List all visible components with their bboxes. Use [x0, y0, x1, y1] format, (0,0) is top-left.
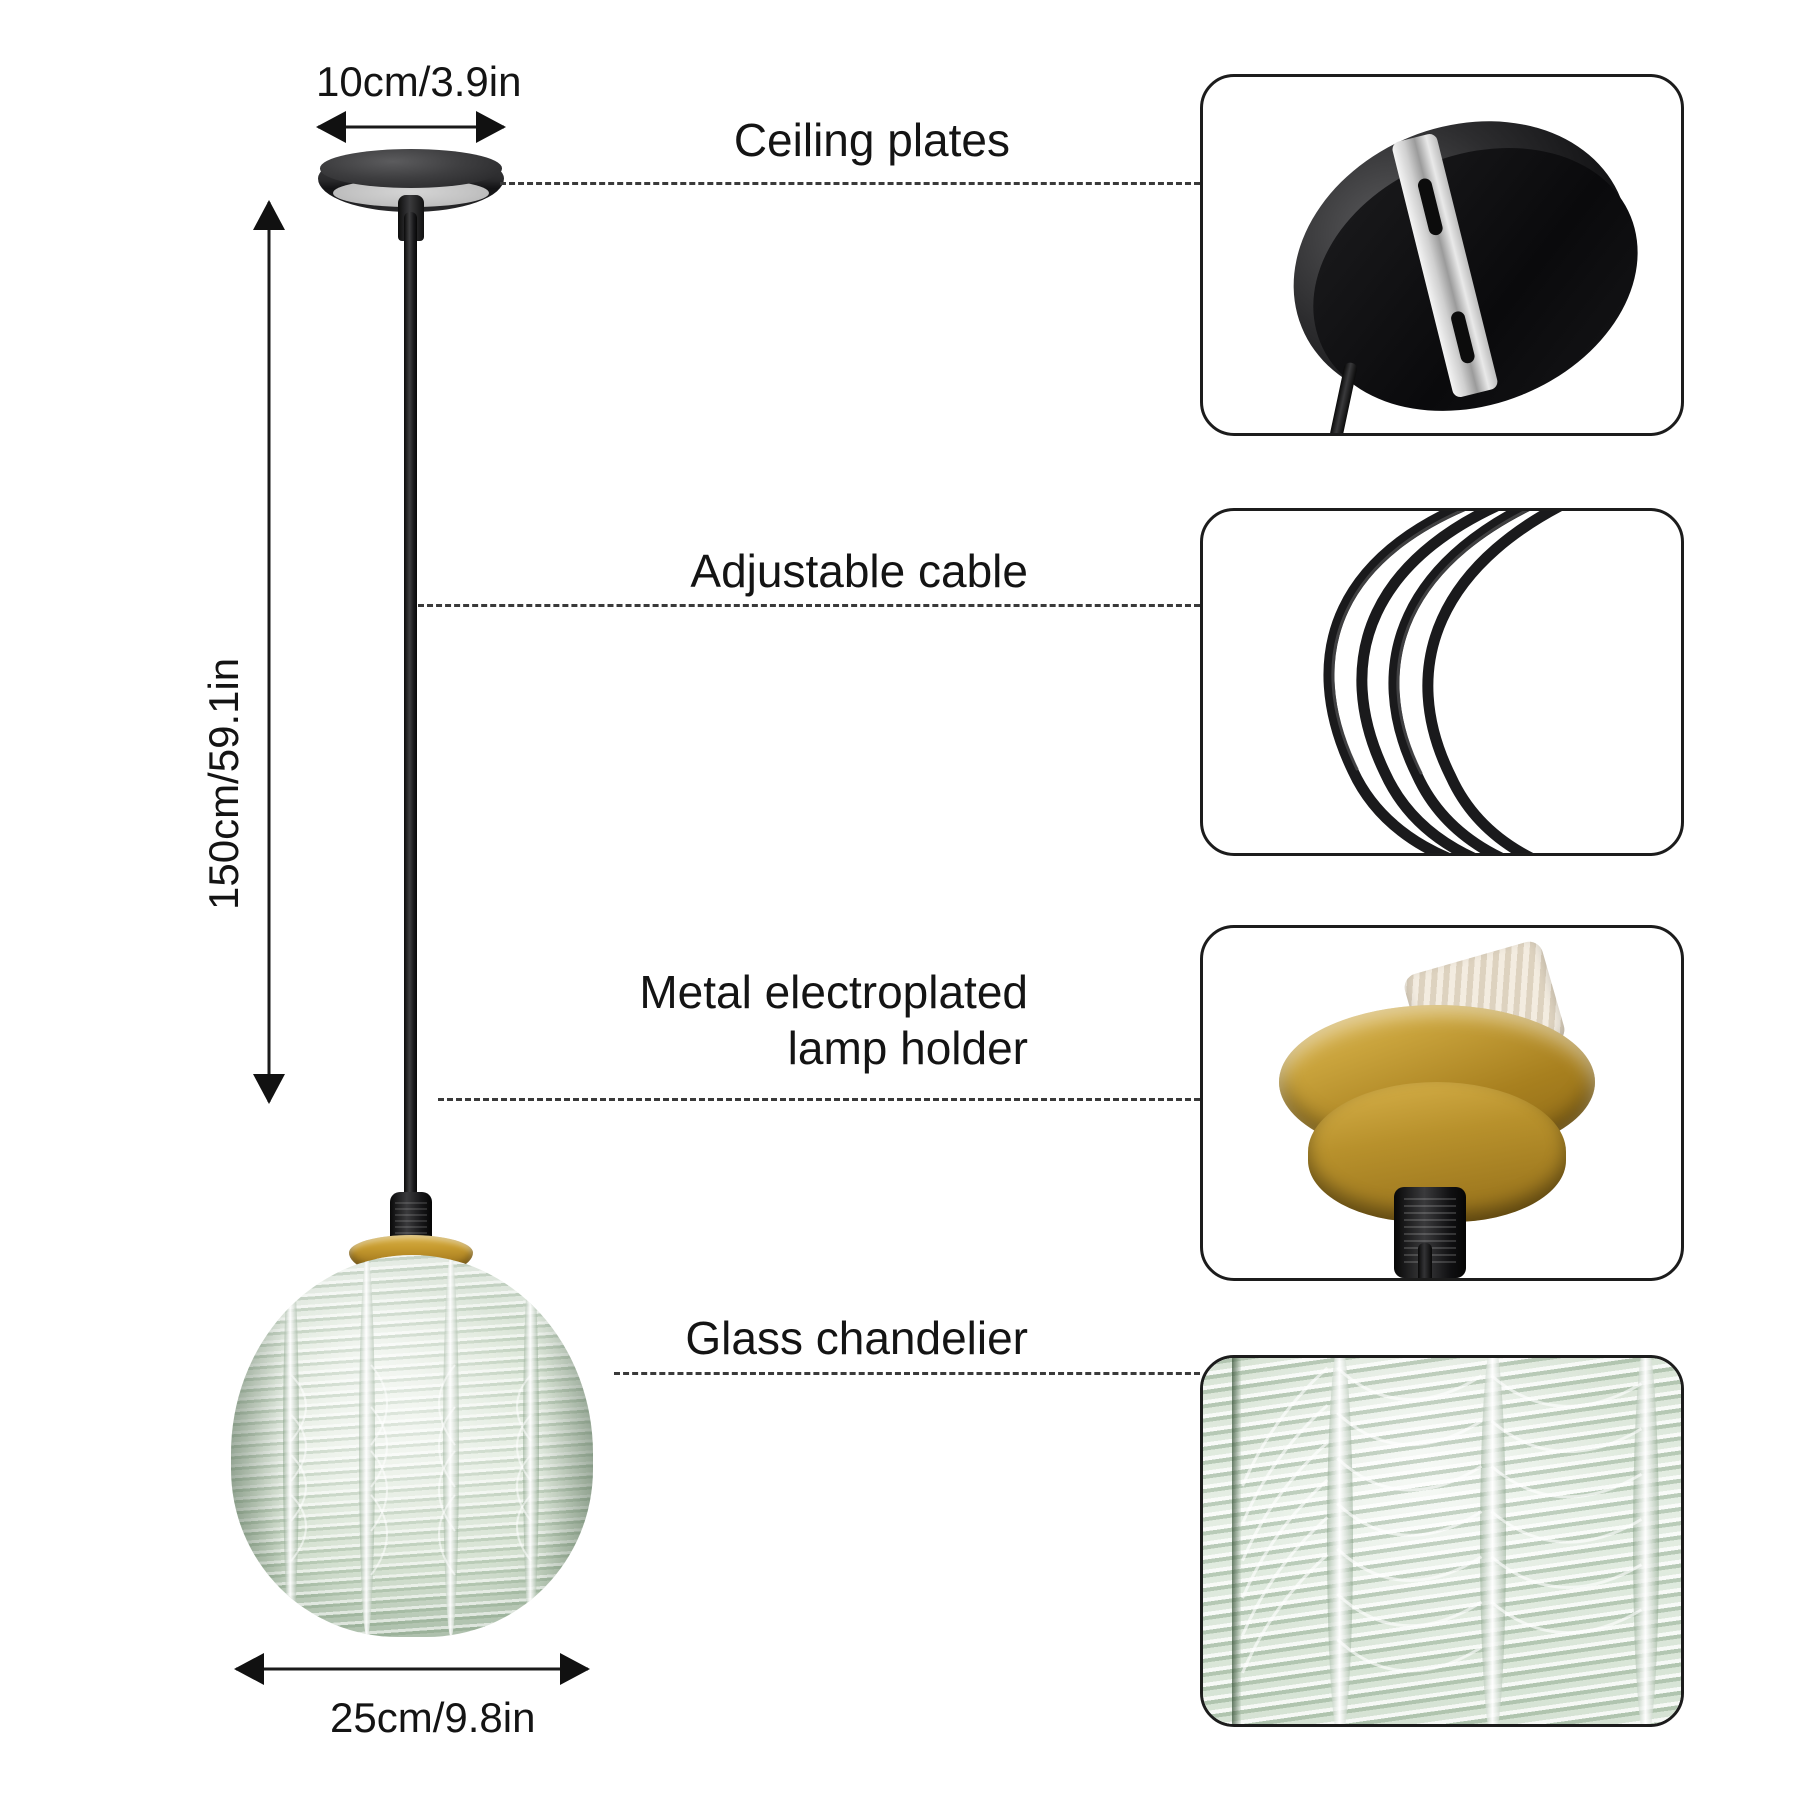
arrow-shaft [236, 1667, 588, 1671]
detail-panel-glass [1200, 1355, 1684, 1727]
leader-line-glass-chandelier [614, 1372, 1200, 1375]
leader-line-adjustable-cable [418, 604, 1200, 607]
glass-rib [443, 1255, 459, 1637]
arrow-head-left-icon [234, 1653, 264, 1685]
arrow-head-down-icon [253, 1074, 285, 1104]
glass-photo-rib [1480, 1358, 1507, 1724]
callout-lamp-holder-line1: Metal electroplated [639, 966, 1028, 1018]
glass-shade-body [231, 1255, 593, 1637]
arrow-head-up-icon [253, 200, 285, 230]
cable-coil-photo-icon [1323, 511, 1563, 853]
bracket-slot [1416, 177, 1445, 237]
lamp-holder-photo-wire [1418, 1243, 1433, 1278]
callout-lamp-holder-line2: lamp holder [787, 1022, 1028, 1075]
callout-label-lamp-holder: Metal electroplated lamp holder [639, 964, 1028, 1076]
dimension-label-total-height: 150cm/59.1in [200, 657, 247, 910]
detail-panel-ceiling-plate [1200, 74, 1684, 436]
glass-photo-rib [1633, 1358, 1660, 1724]
callout-label-adjustable-cable: Adjustable cable [690, 545, 1028, 597]
callout-label-ceiling-plates: Ceiling plates [733, 114, 1010, 166]
bracket-slot [1449, 309, 1477, 365]
pendant-cable [404, 212, 417, 1242]
leader-line-ceiling-plates [500, 182, 1200, 185]
arrow-head-right-icon [476, 111, 506, 143]
glass-photo-surface [1203, 1358, 1681, 1724]
ceiling-plate-top-face [319, 149, 503, 188]
leader-line-lamp-holder [438, 1098, 1200, 1101]
glass-photo-leaf-pattern-icon [1241, 1366, 1643, 1674]
arrow-head-right-icon [560, 1653, 590, 1685]
callout-label-glass-chandelier: Glass chandelier [685, 1312, 1028, 1364]
dimension-arrow-top-width [316, 110, 506, 144]
arrow-head-left-icon [316, 111, 346, 143]
ceiling-plate-illustration [318, 149, 504, 241]
glass-photo-rib [1327, 1358, 1354, 1724]
arrow-shaft [267, 202, 271, 1102]
glass-rib [283, 1255, 299, 1637]
glass-rib [523, 1255, 539, 1637]
dimension-label-shade-width: 25cm/9.8in [330, 1694, 536, 1741]
dimension-arrow-total-height [252, 200, 286, 1104]
dimension-label-top-width: 10cm/3.9in [316, 58, 522, 105]
glass-photo-left-edge [1231, 1358, 1241, 1724]
arrow-shaft [318, 125, 504, 129]
detail-panel-cable [1200, 508, 1684, 856]
glass-rib [359, 1255, 375, 1637]
dimension-arrow-shade-width [234, 1652, 590, 1686]
ceiling-plate-photo-wire [1328, 361, 1358, 433]
glass-leaf-pattern-icon [290, 1364, 532, 1576]
detail-panel-lamp-holder [1200, 925, 1684, 1281]
glass-shade-illustration [231, 1255, 593, 1637]
